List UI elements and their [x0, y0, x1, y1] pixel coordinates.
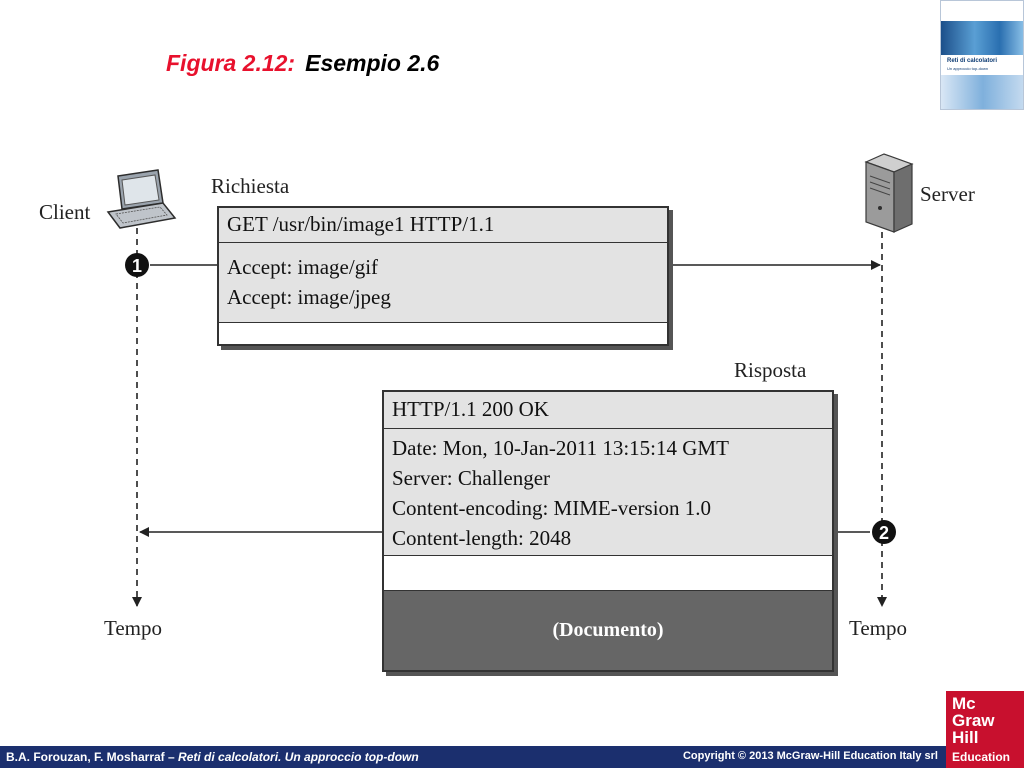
cover-image-strip	[941, 75, 1023, 109]
figure-caption: Esempio 2.6	[305, 50, 440, 76]
client-label: Client	[39, 200, 91, 224]
book-cover-thumbnail: Reti di calcolatori Un approccio top-dow…	[940, 0, 1024, 110]
logo-line-4: Education	[952, 750, 1011, 764]
footer-authors: B.A. Forouzan, F. Mosharraf –	[6, 750, 179, 764]
step2-number: 2	[879, 523, 889, 543]
cover-image-band	[941, 21, 1023, 55]
request-header: Accept: image/gif	[227, 255, 379, 279]
footer-copyright: Copyright © 2013 McGraw-Hill Education I…	[682, 750, 938, 762]
step1-marker	[125, 253, 149, 277]
server-icon	[864, 153, 914, 233]
logo-line-1: Mc	[952, 694, 976, 713]
response-body-divider	[384, 590, 832, 591]
response-divider	[384, 428, 832, 429]
response-label: Risposta	[734, 358, 807, 382]
footer-book-title: Reti di calcolatori. Un approccio top-do…	[178, 750, 419, 764]
response-header: Date: Mon, 10-Jan-2011 13:15:14 GMT	[392, 436, 729, 460]
server-time-label: Tempo	[849, 616, 908, 640]
step2-marker	[872, 520, 896, 544]
footer-citation: B.A. Forouzan, F. Mosharraf – Reti di ca…	[6, 750, 419, 764]
cover-subtitle: Un approccio top-down	[947, 66, 989, 71]
request-message-box: GET /usr/bin/image1 HTTP/1.1 Accept: ima…	[217, 206, 669, 346]
request-blank-line	[219, 323, 667, 344]
response-blank-line	[384, 556, 832, 590]
logo-line-3: Hill	[952, 728, 979, 747]
request-blank-divider	[219, 322, 667, 323]
laptop-icon	[106, 169, 177, 229]
status-line: HTTP/1.1 200 OK	[392, 397, 549, 421]
cover-title: Reti di calcolatori	[947, 58, 998, 64]
step1-number: 1	[132, 256, 142, 276]
figure-number: Figura 2.12:	[166, 50, 296, 76]
response-header: Server: Challenger	[392, 466, 551, 490]
response-body: (Documento)	[384, 591, 832, 670]
request-line: GET /usr/bin/image1 HTTP/1.1	[227, 212, 495, 236]
logo-line-2: Graw	[952, 711, 995, 730]
response-message-box: HTTP/1.1 200 OK Date: Mon, 10-Jan-2011 1…	[382, 390, 834, 672]
request-headers: Accept: image/gif Accept: image/jpeg	[219, 252, 667, 312]
response-header: Content-length: 2048	[392, 526, 572, 550]
slide-title: Figura 2.12: Esempio 2.6	[166, 50, 439, 77]
request-label: Richiesta	[211, 174, 290, 198]
footer-bar	[0, 746, 946, 768]
request-header: Accept: image/jpeg	[227, 285, 391, 309]
request-divider	[219, 242, 667, 243]
mcgraw-hill-logo: Mc Graw Hill Education	[946, 691, 1024, 768]
server-label: Server	[920, 182, 975, 206]
response-headers: Date: Mon, 10-Jan-2011 13:15:14 GMT Serv…	[384, 433, 832, 553]
response-blank-divider	[384, 555, 832, 556]
response-header: Content-encoding: MIME-version 1.0	[392, 496, 712, 520]
client-time-label: Tempo	[104, 616, 163, 640]
